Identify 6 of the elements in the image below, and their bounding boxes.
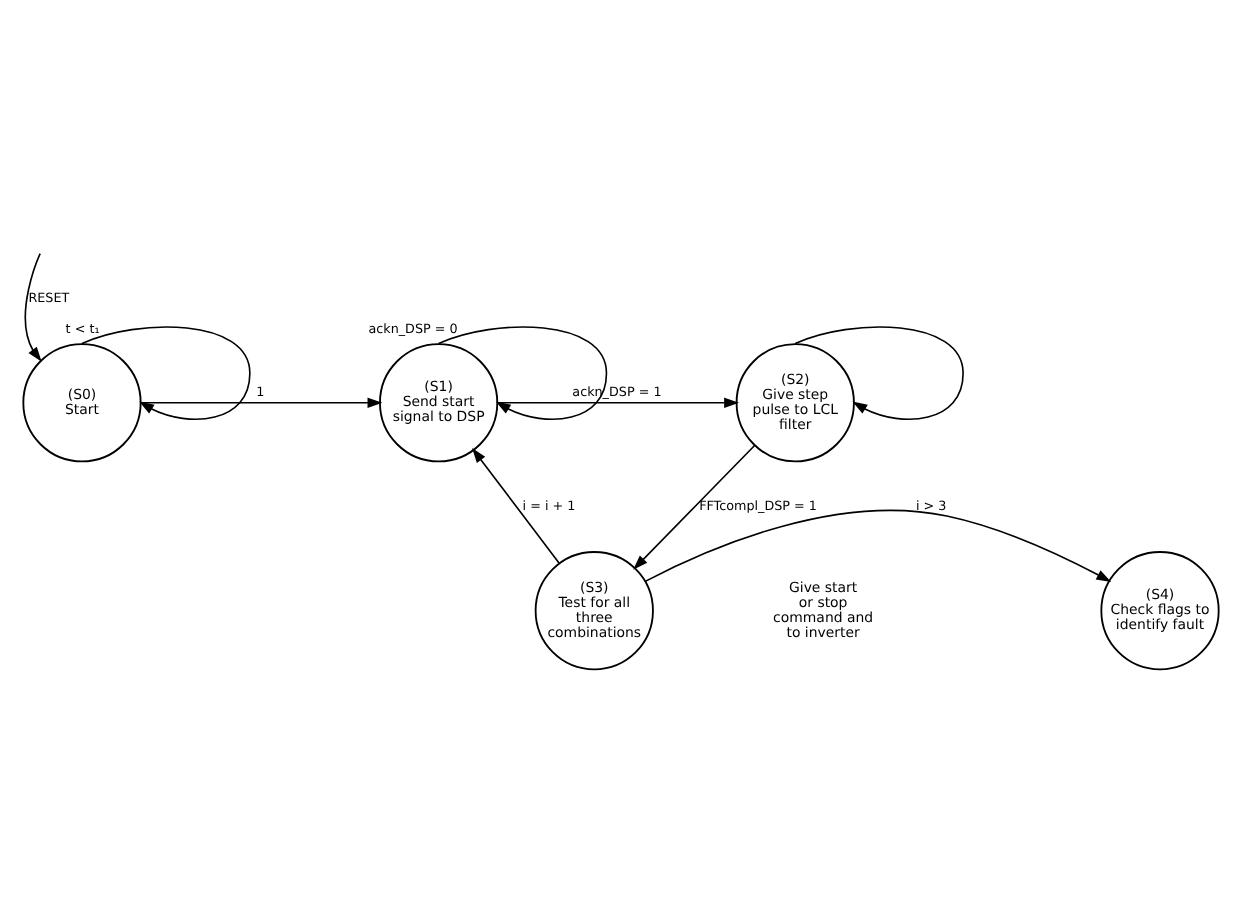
- arrow: [472, 448, 560, 564]
- arrow: [140, 397, 383, 408]
- arrow: [496, 397, 740, 408]
- arrow: [24, 252, 42, 362]
- arrow: [633, 444, 756, 570]
- arrow: [644, 509, 1112, 583]
